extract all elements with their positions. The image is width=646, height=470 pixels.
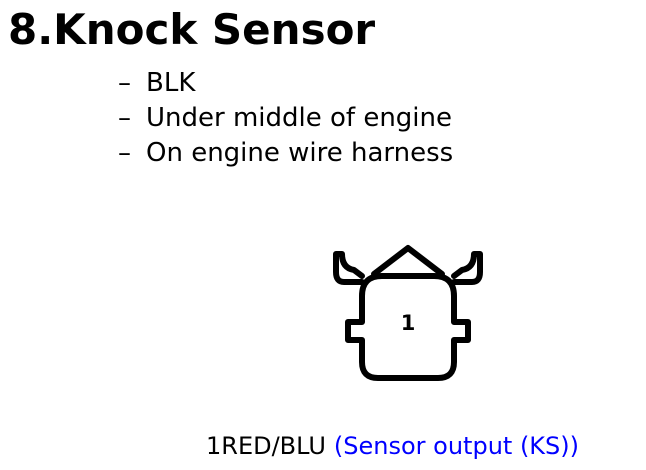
bullet-text: Under middle of engine [146,103,453,133]
connector-key [371,245,445,277]
connector-diagram: 1 [333,245,483,381]
connector-body [345,273,471,381]
bullet-text: On engine wire harness [146,138,454,168]
connector-pin-label: 1 [401,311,416,335]
page-title: 8.Knock Sensor [8,5,376,54]
bullet-item: –Under middle of engine [118,101,453,136]
bullet-dash: – [118,103,131,133]
wire-caption: 1RED/BLU(Sensor output (KS)) [206,430,579,462]
bullet-item: –On engine wire harness [118,136,453,171]
connector-right-latch [451,251,483,285]
bullet-list: –BLK –Under middle of engine –On engine … [118,66,453,171]
bullet-text: BLK [146,68,196,98]
bullet-item: –BLK [118,66,453,101]
connector-left-latch [333,251,365,285]
bullet-dash: – [118,138,131,168]
wire-color-label: 1RED/BLU [206,432,326,460]
bullet-dash: – [118,68,131,98]
wire-function-note: (Sensor output (KS)) [333,432,579,460]
